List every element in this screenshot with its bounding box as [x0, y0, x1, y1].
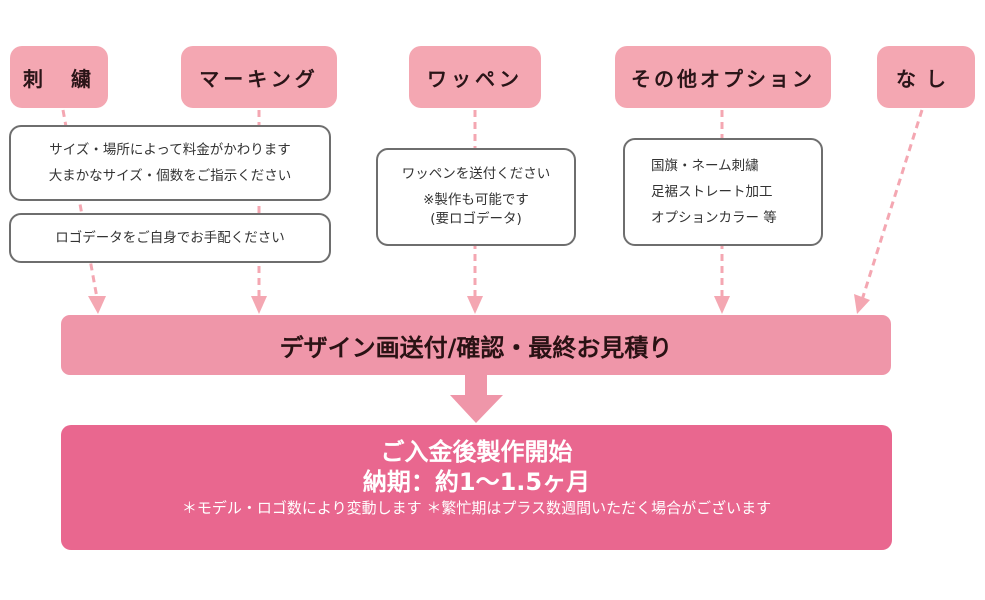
option-marking-label: マーキング — [199, 66, 319, 91]
design-step-label: デザイン画送付/確認・最終お見積り — [279, 333, 673, 362]
logo-note-line: ロゴデータをご自身でお手配ください — [55, 230, 285, 246]
down-arrow — [450, 374, 503, 423]
arrowhead-marking — [251, 296, 267, 314]
option-embroidery: 刺 繍 — [10, 46, 108, 108]
other-note-line: 足裾ストレート加工 — [651, 184, 773, 200]
option-none: なし — [877, 46, 975, 108]
arrowhead-none — [854, 294, 870, 314]
other-note: 国旗・ネーム刺繍 足裾ストレート加工 オプションカラー 等 — [623, 138, 823, 246]
arrowhead-other — [714, 296, 730, 314]
wappen-note-line: ワッペンを送付ください — [401, 166, 551, 182]
option-other: その他オプション — [615, 46, 831, 108]
size-note-line: 大まかなサイズ・個数をご指示ください — [48, 168, 292, 184]
other-note-line: 国旗・ネーム刺繍 — [651, 158, 759, 174]
option-marking: マーキング — [181, 46, 337, 108]
arrowhead-wappen — [467, 296, 483, 314]
option-embroidery-label: 刺 繍 — [23, 66, 95, 91]
option-other-label: その他オプション — [631, 66, 815, 91]
connector-embroidery — [61, 109, 99, 299]
option-wappen-label: ワッペン — [427, 66, 523, 91]
logo-note: ロゴデータをご自身でお手配ください — [9, 213, 331, 263]
wappen-note: ワッペンを送付ください ※製作も可能です (要ロゴデータ) — [376, 148, 576, 246]
start-step-remarks: ＊モデル・ロゴ数により変動します ＊繁忙期はプラス数週間いただく場合がございます — [181, 499, 772, 517]
start-step-title: ご入金後製作開始 — [380, 438, 573, 466]
start-step: ご入金後製作開始 納期：約1～1.5ヶ月 ＊モデル・ロゴ数により変動します ＊繁… — [61, 425, 892, 550]
size-note: サイズ・場所によって料金がかわります 大まかなサイズ・個数をご指示ください — [9, 125, 331, 201]
start-step-lead-time: 納期：約1～1.5ヶ月 — [362, 468, 591, 496]
option-none-label: なし — [896, 66, 956, 91]
wappen-note-line: ※製作も可能です — [423, 192, 529, 208]
size-note-line: サイズ・場所によって料金がかわります — [49, 142, 291, 158]
other-note-line: オプションカラー 等 — [651, 210, 777, 226]
arrowhead-embroidery — [88, 296, 106, 314]
wappen-note-line: (要ロゴデータ) — [430, 211, 522, 227]
design-step: デザイン画送付/確認・最終お見積り — [61, 315, 891, 375]
option-wappen: ワッペン — [409, 46, 541, 108]
connector-none — [860, 109, 924, 301]
